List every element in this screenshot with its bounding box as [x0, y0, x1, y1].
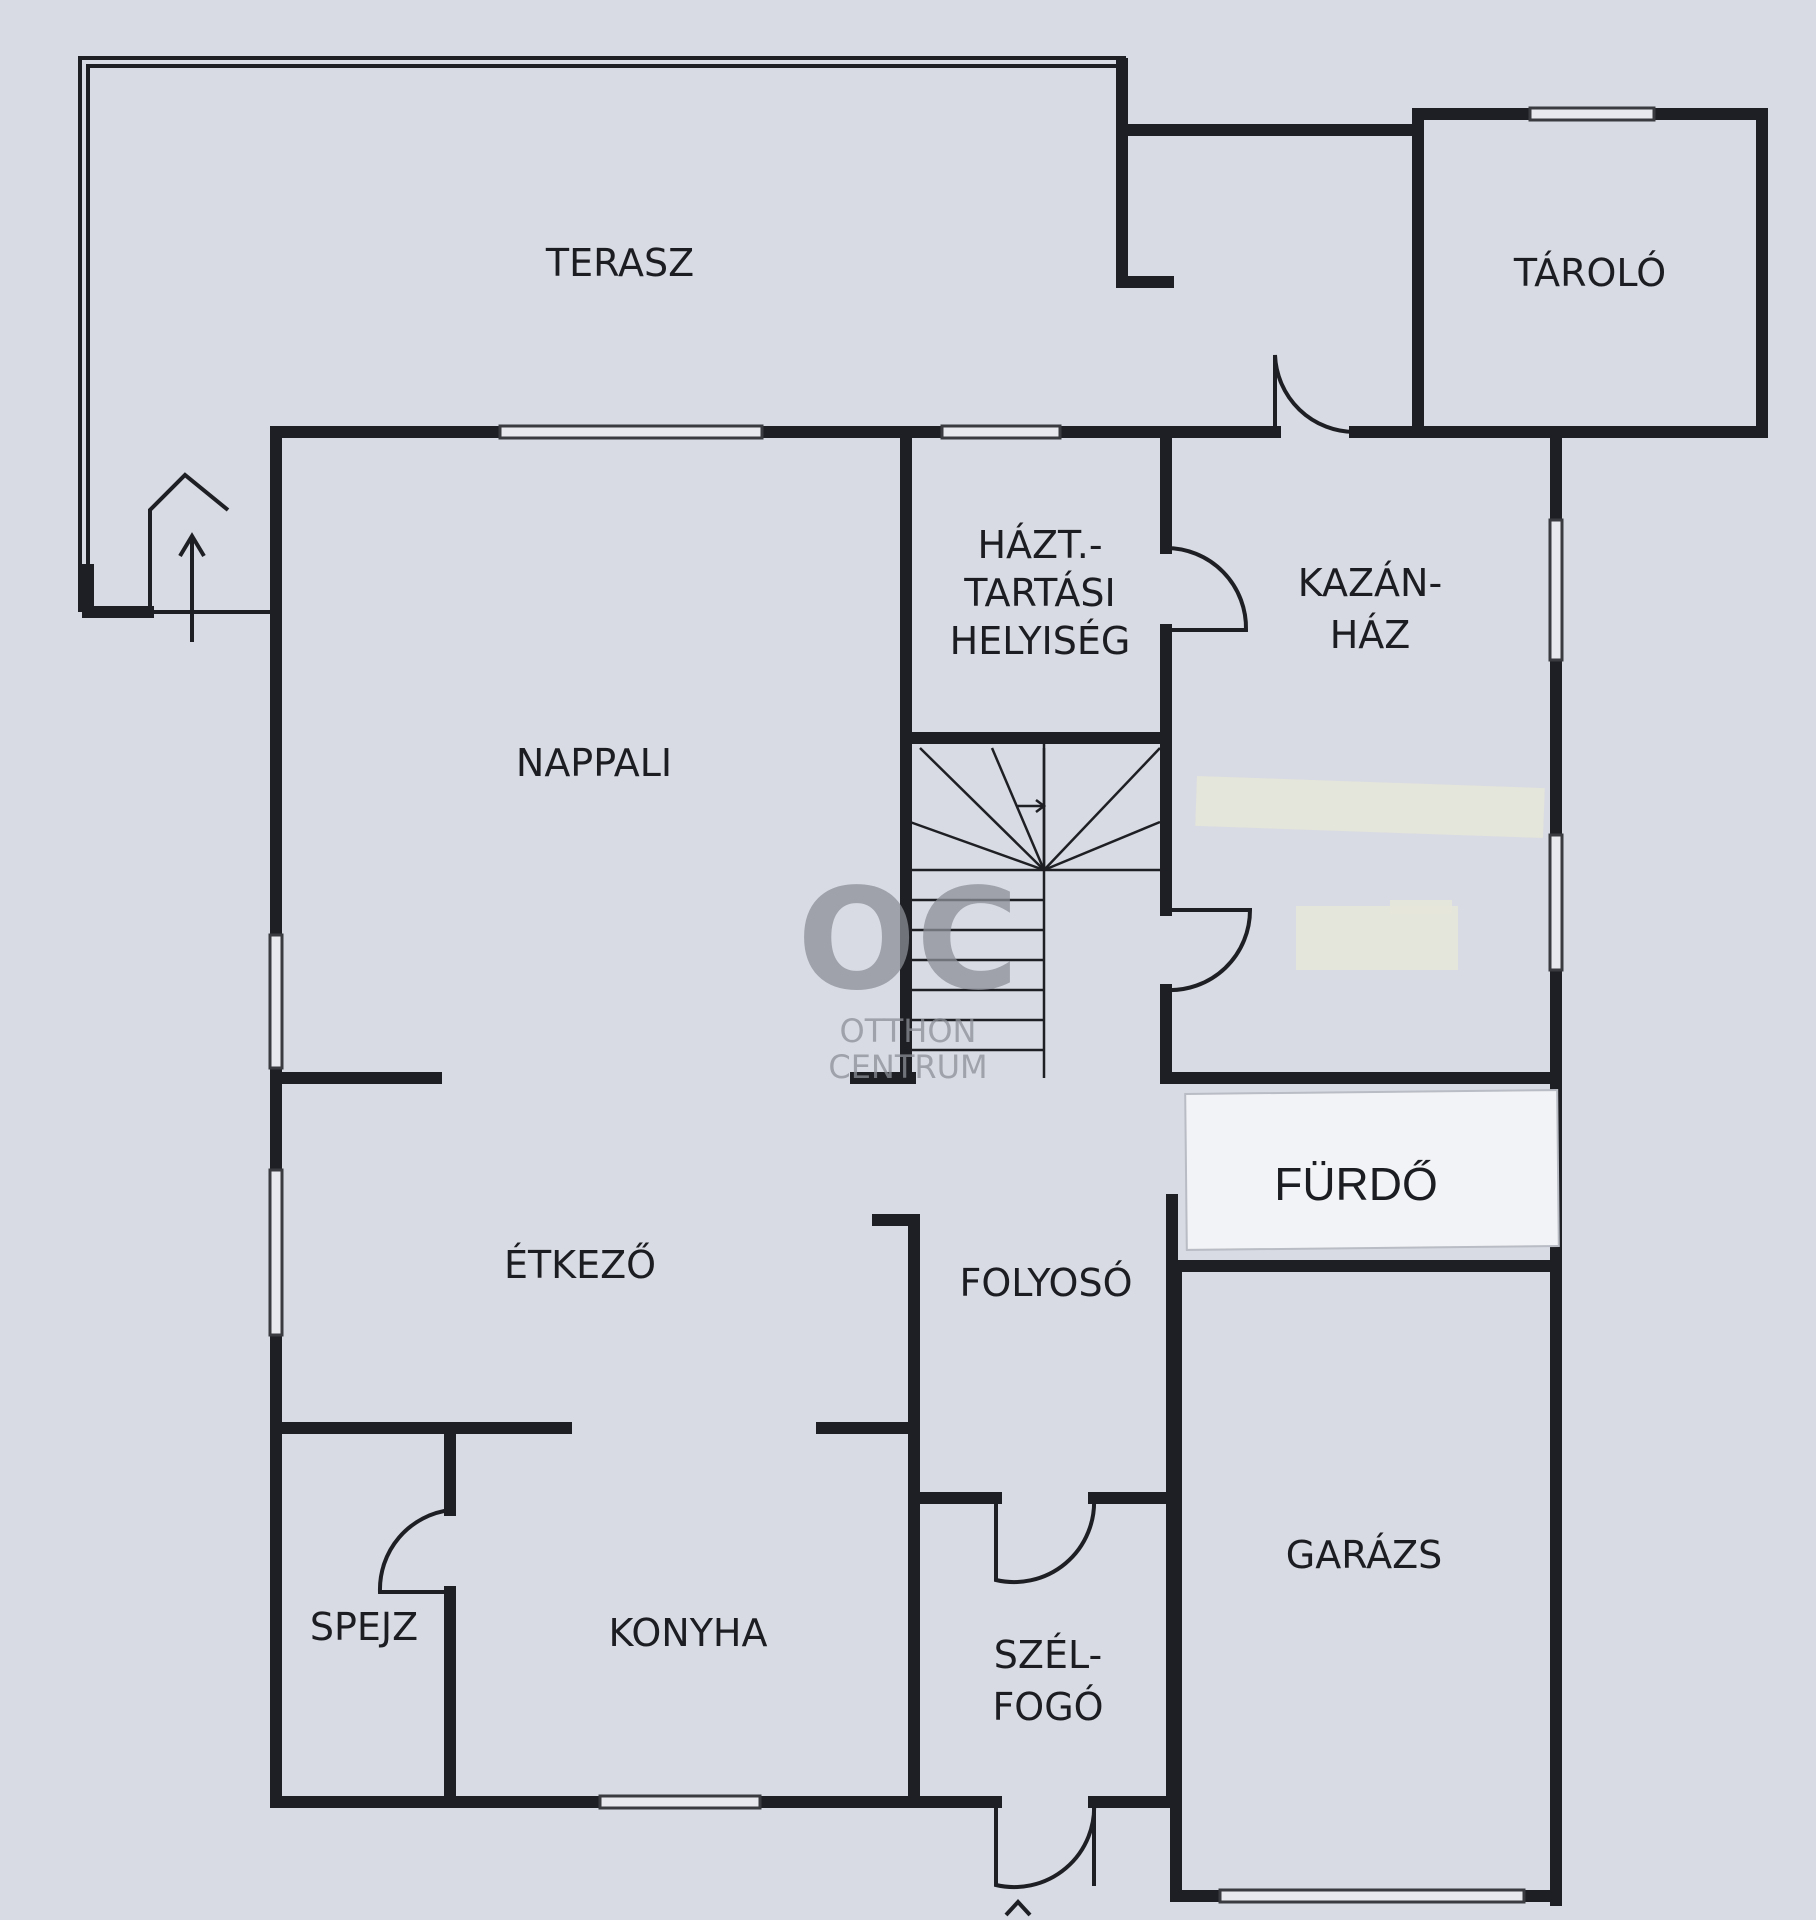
window-dining-left [268, 1168, 284, 1337]
room-label-etkezo: ÉTKEZŐ [504, 1243, 656, 1287]
window-living-top [498, 424, 764, 440]
room-label-hazt-2: TARTÁSI [963, 571, 1115, 615]
room-label-folyoso: FOLYOSÓ [960, 1261, 1133, 1305]
room-labels: TERASZ TÁROLÓ HÁZT.- TARTÁSI HELYISÉG KA… [310, 241, 1666, 1729]
room-label-hazt-3: HELYISÉG [950, 619, 1131, 663]
terrace-outline [78, 56, 1126, 614]
room-label-furdo: FÜRDŐ [1274, 1158, 1438, 1210]
room-label-hazt-1: HÁZT.- [977, 523, 1102, 567]
door-boiler-lower [1165, 908, 1253, 993]
room-label-szel-1: SZÉL- [994, 1633, 1102, 1677]
tape-marks [1195, 775, 1545, 970]
door-windbreak [994, 1497, 1097, 1585]
door-entrance [994, 1801, 1097, 1890]
watermark-line1: OTTHON [840, 1012, 977, 1050]
bathroom-card [1184, 1089, 1560, 1251]
window-utility-top [940, 424, 1062, 440]
watermark: OC OTTHON CENTRUM [797, 859, 1019, 1086]
room-label-spejz: SPEJZ [310, 1605, 418, 1649]
terrace-steps-icon [82, 472, 230, 642]
window-living-left [268, 933, 284, 1070]
window-boiler-right-1 [1548, 518, 1564, 662]
room-label-konyha: KONYHA [609, 1611, 768, 1655]
window-kitchen-bottom [598, 1794, 762, 1810]
door-utility [1165, 546, 1249, 632]
windows [268, 106, 1656, 1904]
room-label-nappali: NAPPALI [516, 741, 672, 785]
room-label-kazan-1: KAZÁN- [1298, 561, 1442, 605]
door-pantry [377, 1508, 451, 1594]
doors [377, 354, 1356, 1890]
walls [270, 58, 1768, 1906]
window-garage-bottom [1218, 1888, 1526, 1904]
watermark-logo: OC [797, 859, 1019, 1022]
entrance-arrow-icon [1004, 1899, 1032, 1917]
room-label-szel-2: FOGÓ [992, 1685, 1103, 1729]
room-label-kazan-2: HÁZ [1330, 613, 1411, 657]
window-boiler-right-2 [1548, 833, 1564, 972]
room-label-terasz: TERASZ [545, 241, 694, 285]
window-storage-top [1528, 106, 1656, 122]
room-label-garazs: GARÁZS [1286, 1533, 1442, 1577]
watermark-line2: CENTRUM [828, 1048, 987, 1086]
door-boiler-top [1273, 354, 1356, 434]
room-label-tarolo: TÁROLÓ [1513, 251, 1666, 295]
staircase [909, 744, 1166, 1078]
